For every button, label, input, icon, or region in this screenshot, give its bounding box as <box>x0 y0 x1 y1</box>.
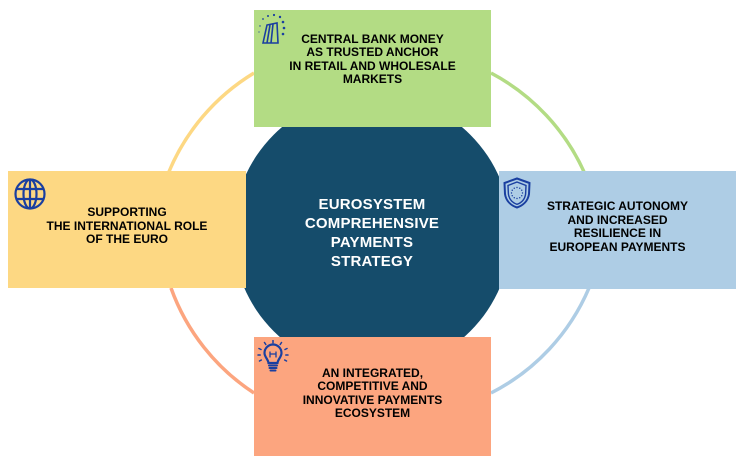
eu-star <box>519 197 521 199</box>
eu-star <box>511 189 513 191</box>
pillar-integrated-ecosystem: AN INTEGRATED, COMPETITIVE AND INNOVATIV… <box>254 337 491 456</box>
eu-star <box>521 189 523 191</box>
eu-star <box>521 195 523 197</box>
eu-star <box>519 187 521 189</box>
globe-icon <box>13 177 47 211</box>
pillar-text: SUPPORTING THE INTERNATIONAL ROLE OF THE… <box>46 205 208 247</box>
pillar-central-bank-money: CENTRAL BANK MONEY AS TRUSTED ANCHOR IN … <box>254 10 491 127</box>
eu-star <box>516 197 518 200</box>
ring-arc-bottom-left <box>169 287 255 395</box>
center-title: EUROSYSTEM COMPREHENSIVE PAYMENTS STRATE… <box>304 196 440 270</box>
eu-star <box>516 186 518 189</box>
eu-shield-icon <box>502 177 532 209</box>
eu-star <box>513 187 515 189</box>
pillar-text: AN INTEGRATED, COMPETITIVE AND INNOVATIV… <box>302 365 443 420</box>
eu-star <box>510 192 513 194</box>
eu-star <box>511 195 513 197</box>
ring-arc-top-left <box>166 71 255 175</box>
pillar-strategic-autonomy: STRATEGIC AUTONOMY AND INCREASED RESILIE… <box>499 171 736 289</box>
pillar-text: STRATEGIC AUTONOMY AND INCREASED RESILIE… <box>546 199 689 254</box>
central-bank-building-icon <box>256 12 288 46</box>
eu-star <box>521 192 524 194</box>
lightbulb-icon <box>257 340 289 374</box>
center-strategy-circle: EUROSYSTEM COMPREHENSIVE PAYMENTS STRATE… <box>233 94 511 372</box>
pillar-international-role: SUPPORTING THE INTERNATIONAL ROLE OF THE… <box>8 171 246 288</box>
ring-arc-top-right <box>490 71 587 175</box>
ring-arc-bottom-right <box>490 287 591 395</box>
pillar-text: CENTRAL BANK MONEY AS TRUSTED ANCHOR IN … <box>289 31 456 86</box>
eu-star <box>513 197 515 199</box>
